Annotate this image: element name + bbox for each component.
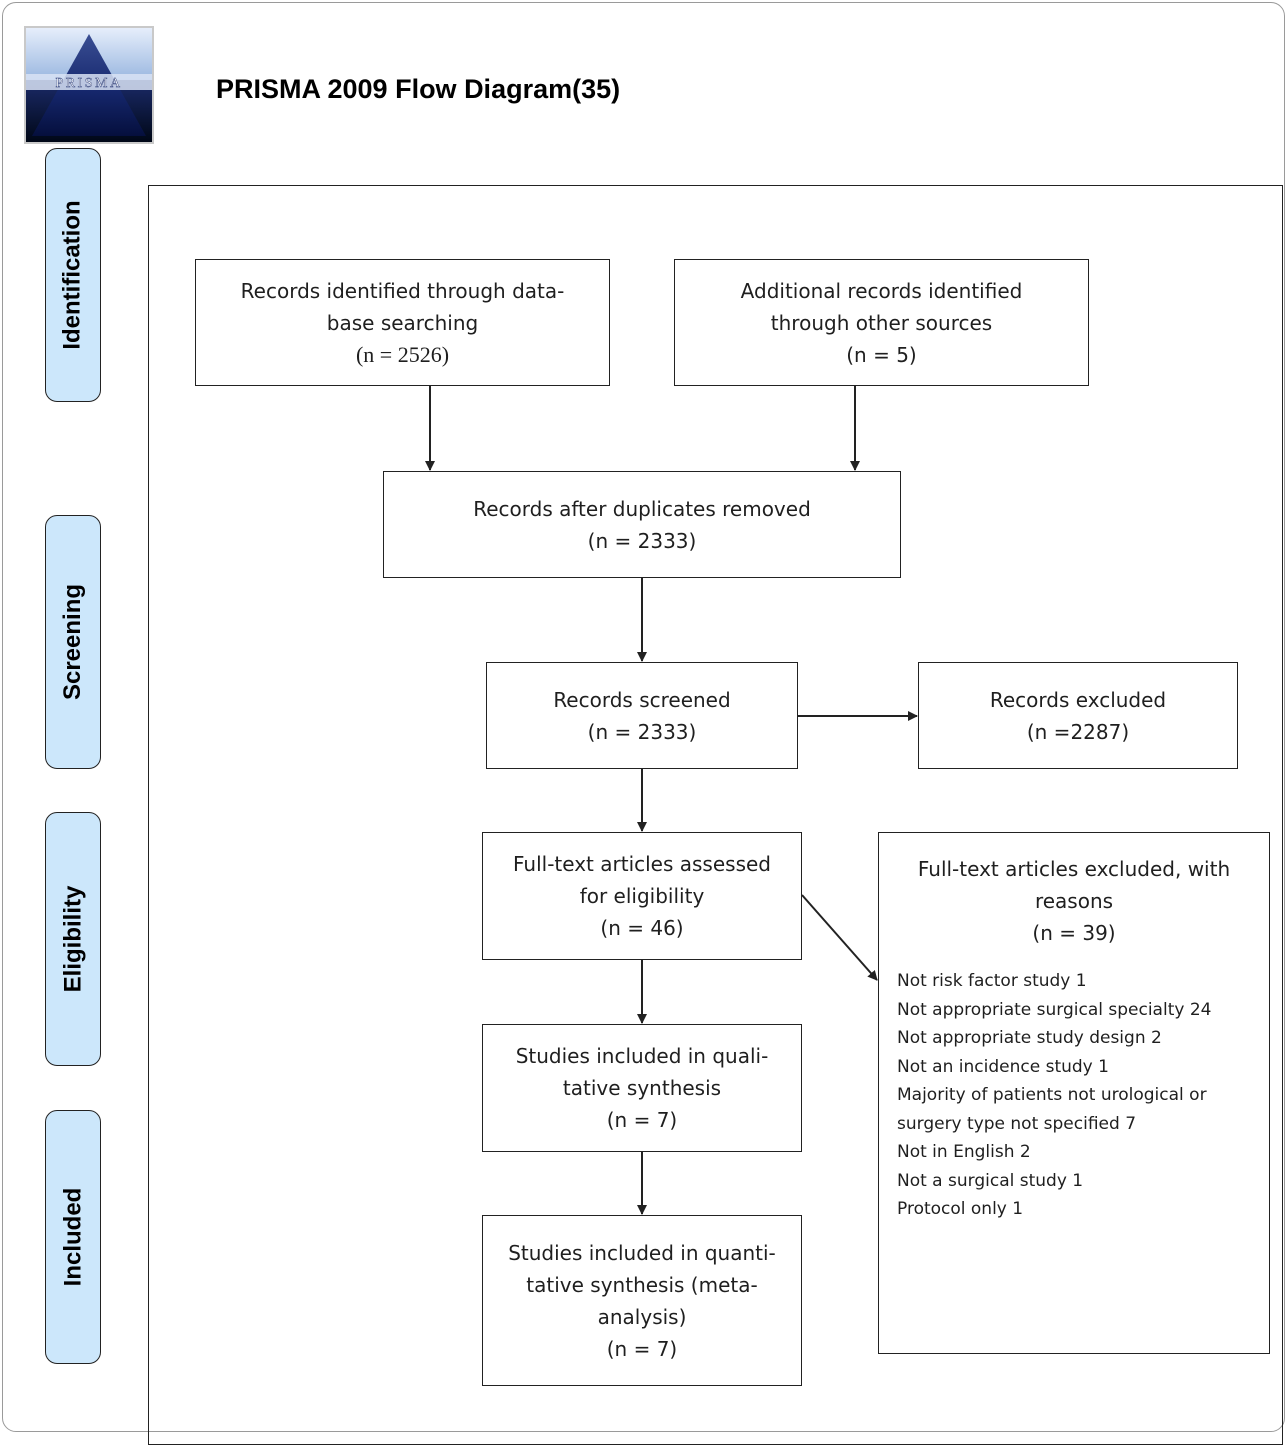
box-qualitative-count: (n = 7) — [606, 1108, 678, 1132]
exclusion-reason: Not in English 2 — [897, 1142, 1031, 1162]
box-database-count: (n = 2526) — [355, 341, 450, 367]
box-quantitative-synthesis: Studies included in quanti- tative synth… — [482, 1215, 802, 1386]
box-duplicates-removed: Records after duplicates removed (n = 23… — [383, 471, 901, 578]
box-quantitative-line-1: Studies included in quanti- — [508, 1240, 776, 1265]
box-fulltext-assessed-count: (n = 46) — [600, 916, 684, 940]
fulltext-excluded-line-1: Full-text articles excluded, with — [917, 857, 1231, 881]
box-fulltext-excluded: Full-text articles excluded, with reason… — [878, 832, 1270, 1354]
exclusion-reason: Not risk factor study 1 — [897, 971, 1087, 991]
box-database-line-1: Records identified through data- — [240, 278, 565, 303]
box-records-screened-line-1: Records screened — [553, 687, 731, 712]
box-quantitative-line-2: tative synthesis (meta- — [526, 1272, 758, 1297]
exclusion-reason: Not a surgical study 1 — [897, 1170, 1084, 1191]
exclusion-reasons-list: Not risk factor study 1 Not appropriate … — [879, 967, 1269, 1224]
stage-identification: Identification — [45, 148, 101, 402]
box-fulltext-assessed-line-2: for eligibility — [579, 884, 705, 908]
exclusion-reason: Majority of patients not urological or — [897, 1085, 1207, 1105]
box-records-screened-count: (n = 2333) — [587, 719, 697, 744]
stage-screening: Screening — [45, 515, 101, 769]
box-fulltext-assessed: Full-text articles assessed for eligibil… — [482, 832, 802, 960]
box-other-sources-line-1: Additional records identified — [740, 278, 1023, 303]
stage-screening-label: Screening — [59, 583, 87, 701]
fulltext-excluded-count: (n = 39) — [1032, 921, 1116, 945]
box-other-sources: Additional records identified through ot… — [674, 259, 1089, 386]
box-qualitative-line-2: tative synthesis — [562, 1076, 722, 1100]
exclusion-reason: Not an incidence study 1 — [897, 1056, 1109, 1077]
fulltext-excluded-line-2: reasons — [1034, 889, 1114, 913]
stage-included-label: Included — [59, 1187, 87, 1287]
stage-included: Included — [45, 1110, 101, 1364]
exclusion-reason: surgery type not specified 7 — [897, 1113, 1137, 1134]
box-other-sources-count: (n = 5) — [846, 342, 917, 367]
exclusion-reason: Not appropriate study design 2 — [897, 1028, 1162, 1048]
box-records-excluded: Records excluded (n =2287) — [918, 662, 1238, 769]
logo-text: PRISMA — [55, 76, 122, 91]
box-database-records: Records identified through data- base se… — [195, 259, 610, 386]
stage-eligibility-label: Eligibility — [59, 885, 86, 993]
stage-eligibility: Eligibility — [45, 812, 101, 1066]
prisma-logo: PRISMA — [24, 26, 154, 144]
box-other-sources-line-2: through other sources — [770, 310, 993, 335]
box-records-excluded-count: (n =2287) — [1026, 719, 1130, 744]
fulltext-excluded-header: Full-text articles excluded, with reason… — [879, 853, 1269, 949]
box-quantitative-count: (n = 7) — [606, 1336, 678, 1361]
box-fulltext-assessed-line-1: Full-text articles assessed — [513, 852, 771, 876]
box-qualitative-synthesis: Studies included in quali- tative synthe… — [482, 1024, 802, 1152]
box-database-line-2: base searching — [326, 310, 479, 335]
box-qualitative-line-1: Studies included in quali- — [515, 1044, 769, 1068]
stage-identification-label: Identification — [59, 200, 86, 350]
exclusion-reason: Protocol only 1 — [897, 1199, 1024, 1219]
box-records-excluded-line-1: Records excluded — [989, 687, 1167, 712]
page-title: PRISMA 2009 Flow Diagram(35) — [216, 74, 621, 104]
exclusion-reason: Not appropriate surgical specialty 24 — [897, 999, 1212, 1020]
box-duplicates-removed-count: (n = 2333) — [587, 528, 697, 553]
box-duplicates-removed-line-1: Records after duplicates removed — [473, 496, 811, 521]
box-quantitative-line-3: analysis) — [597, 1304, 687, 1329]
box-records-screened: Records screened (n = 2333) — [486, 662, 798, 769]
